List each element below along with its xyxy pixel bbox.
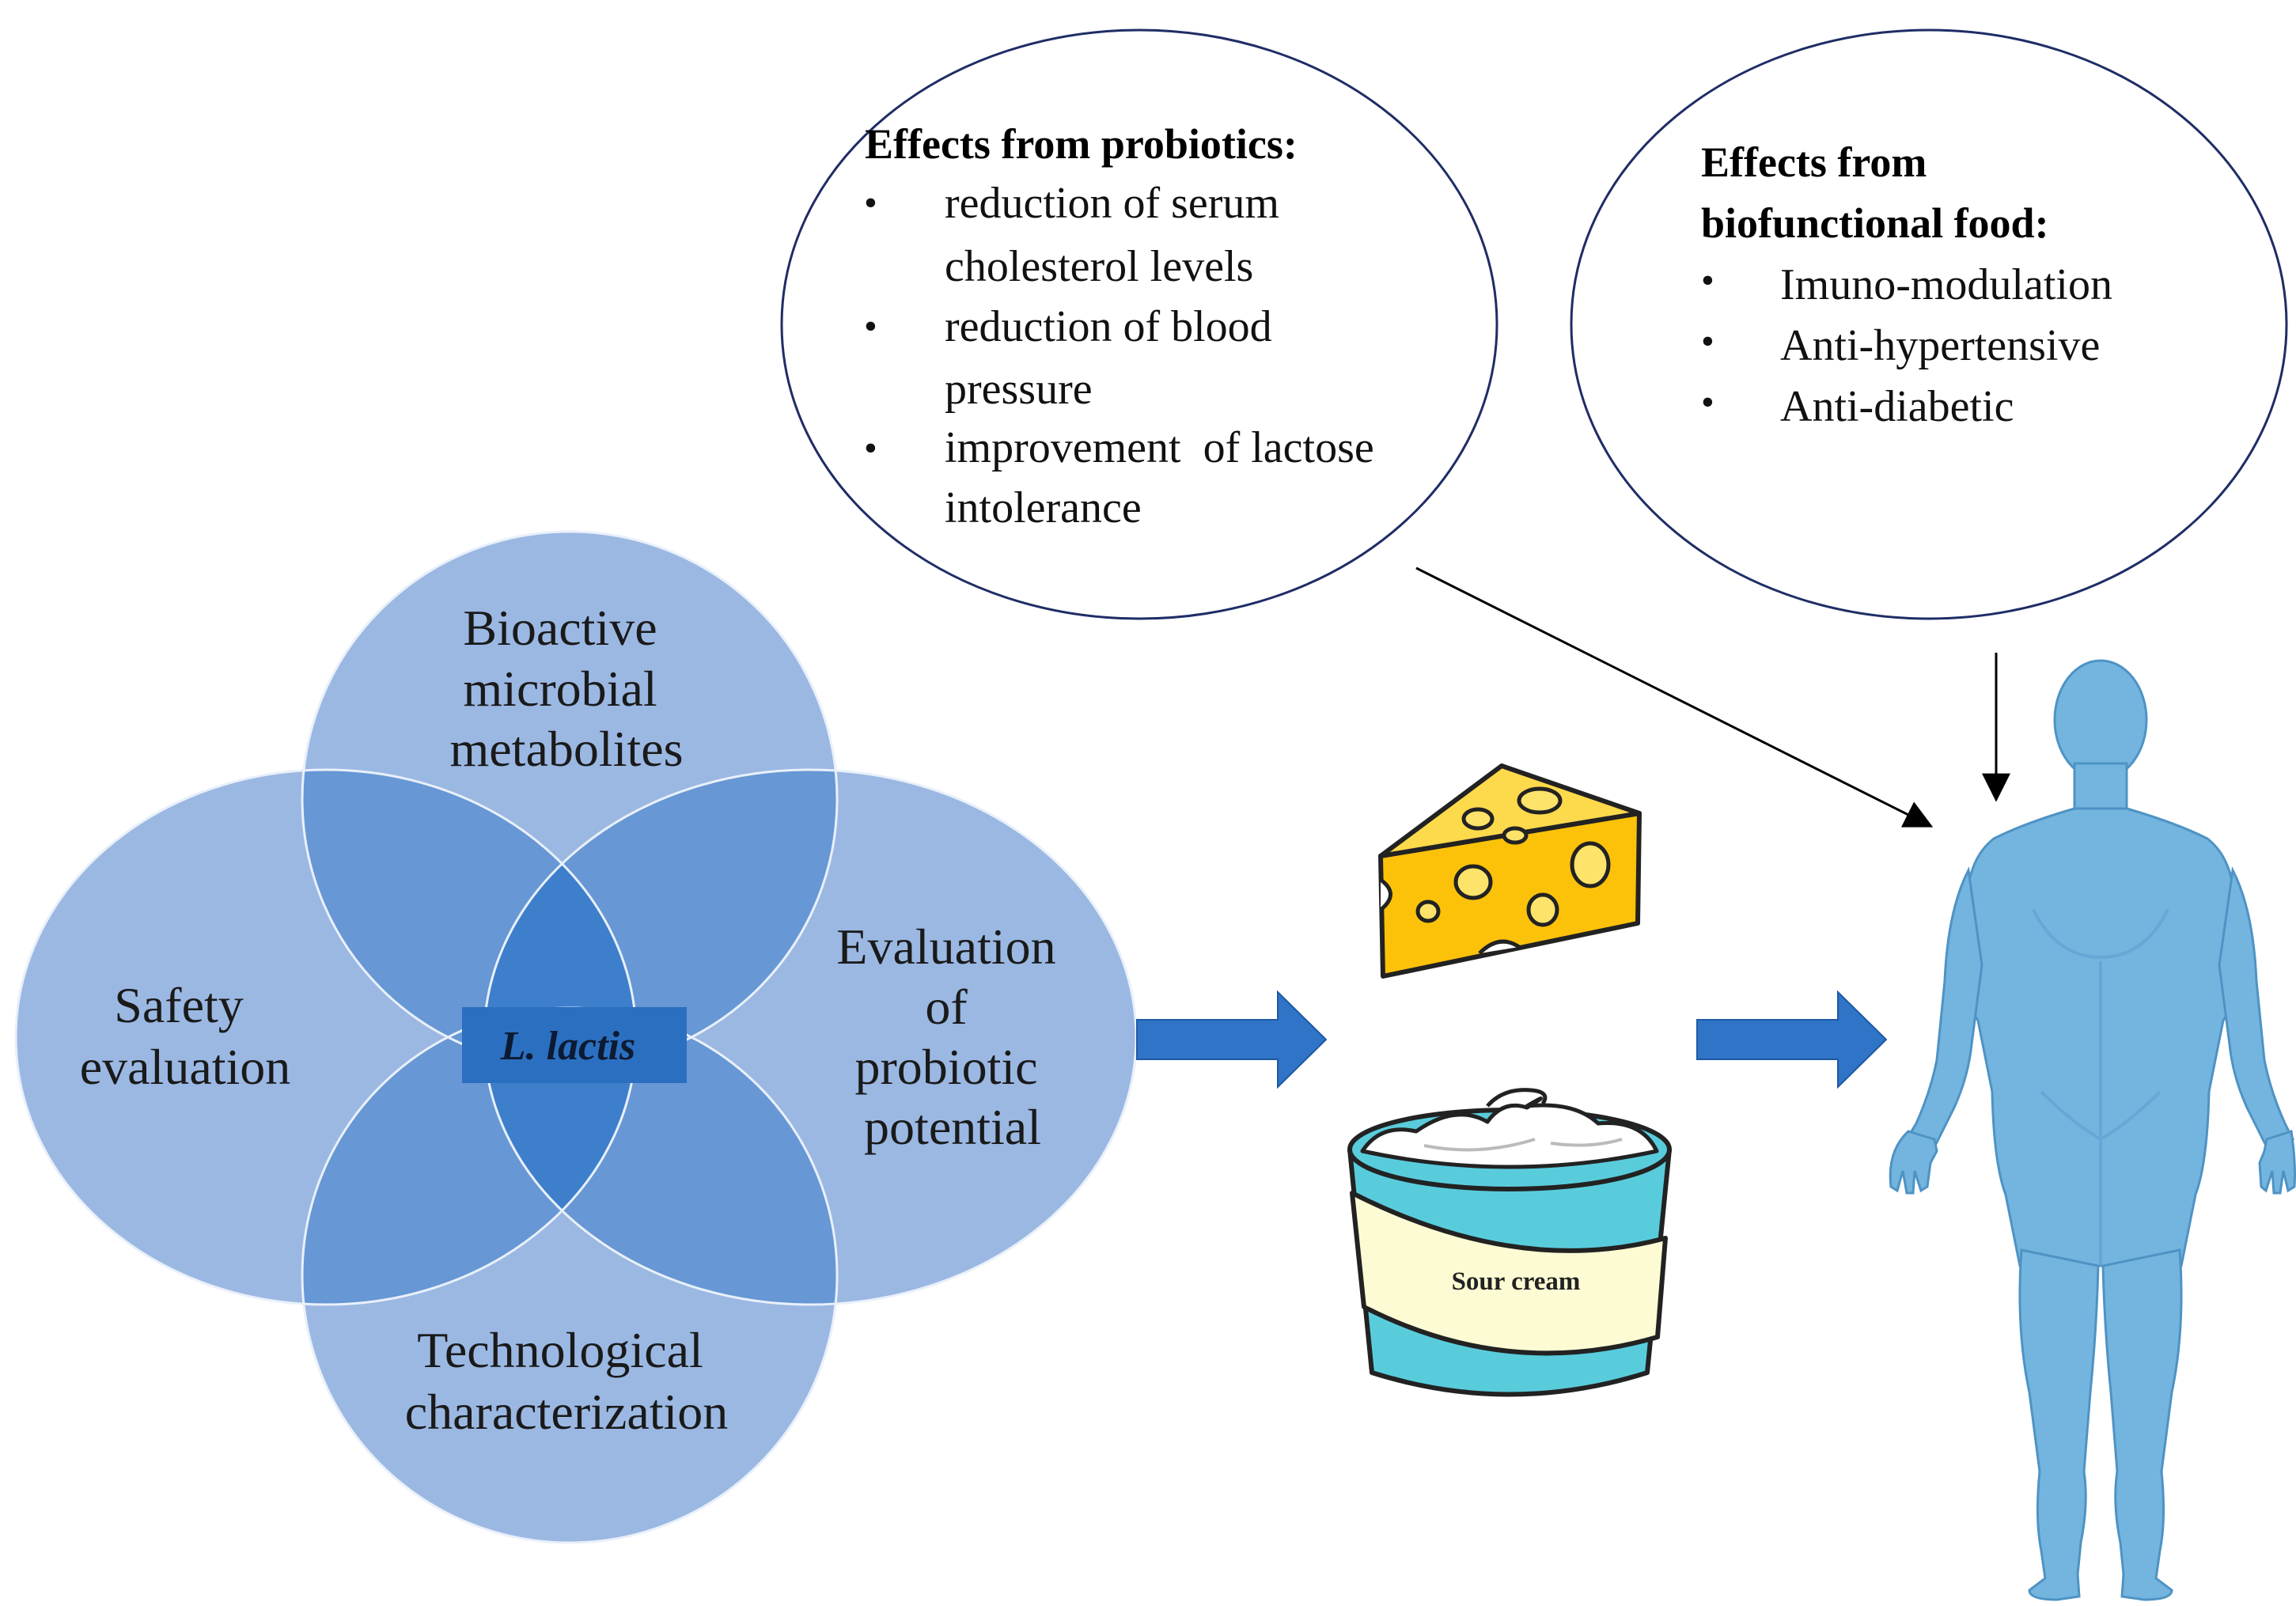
right-label-line: potential [864,1099,1041,1155]
effects-probiotics-outline [780,28,1498,620]
effects-probiotics-title: Effects from probiotics: [865,120,1298,168]
effects-biofunctional-item: Anti-diabetic [1780,382,2014,431]
bullet-icon: • [864,427,877,469]
left-label-line: Safety [114,977,244,1033]
right-circle-label: Evaluation of probiotic potential [836,919,1068,1155]
block-arrow-to-human [1696,990,1888,1089]
top-label-line: Bioactive [463,600,657,656]
bottom-label-line: Technological [417,1322,703,1378]
effects-probiotics-item: improvement of lactose intolerance [0,0,1452,532]
venn-diagram: L. lactis Bioactive microbial metabolite… [14,530,1138,1544]
effects-probiotics-bubble: Effects from probiotics: • reduction of … [0,0,1498,620]
effects-biofunctional-outline [1570,28,2288,620]
human-body-icon [1889,659,2296,1601]
effects-biofunctional-bubble: Effects from biofunctional food: • Imuno… [1570,28,2288,620]
right-label-line: Evaluation [836,919,1055,975]
bullet-icon: • [864,305,877,347]
sour-cream-jar-icon: Sour cream [1347,1088,1672,1397]
left-label-line: evaluation [80,1039,291,1095]
left-circle-label: Safety evaluation [80,977,291,1095]
effects-biofunctional-item: Anti-hypertensive [1780,321,2100,370]
human-body-contours [2032,909,2169,1266]
block-arrow-to-products [1136,990,1328,1089]
top-label-line: metabolites [449,721,683,777]
bullet-icon: • [1701,381,1714,423]
effects-probiotics-item: reduction of serum cholesterol levels [945,179,1290,291]
top-circle-label: Bioactive microbial metabolites [449,600,683,777]
bullet-icon: • [1701,320,1714,362]
effects-biofunctional-item: Imuno-modulation [1780,260,2112,309]
center-label-box [462,1007,687,1083]
effects-biofunctional-title: Effects from biofunctional food: [1701,138,2049,247]
effects-probiotics-item: reduction of blood pressure [945,302,1283,414]
bullet-icon: • [864,182,877,224]
arrow-probiotics-to-human [1415,566,1934,828]
bullet-icon: • [1701,259,1714,301]
center-label: L. lactis [500,1024,635,1069]
bottom-circle-label: Technological characterization [405,1322,729,1440]
right-label-line: of [925,979,968,1035]
top-label-line: microbial [463,661,657,717]
right-label-line: probiotic [854,1039,1037,1095]
bottom-label-line: characterization [405,1384,729,1440]
sour-cream-label: Sour cream [1452,1267,1581,1296]
cheese-icon [1378,763,1642,979]
